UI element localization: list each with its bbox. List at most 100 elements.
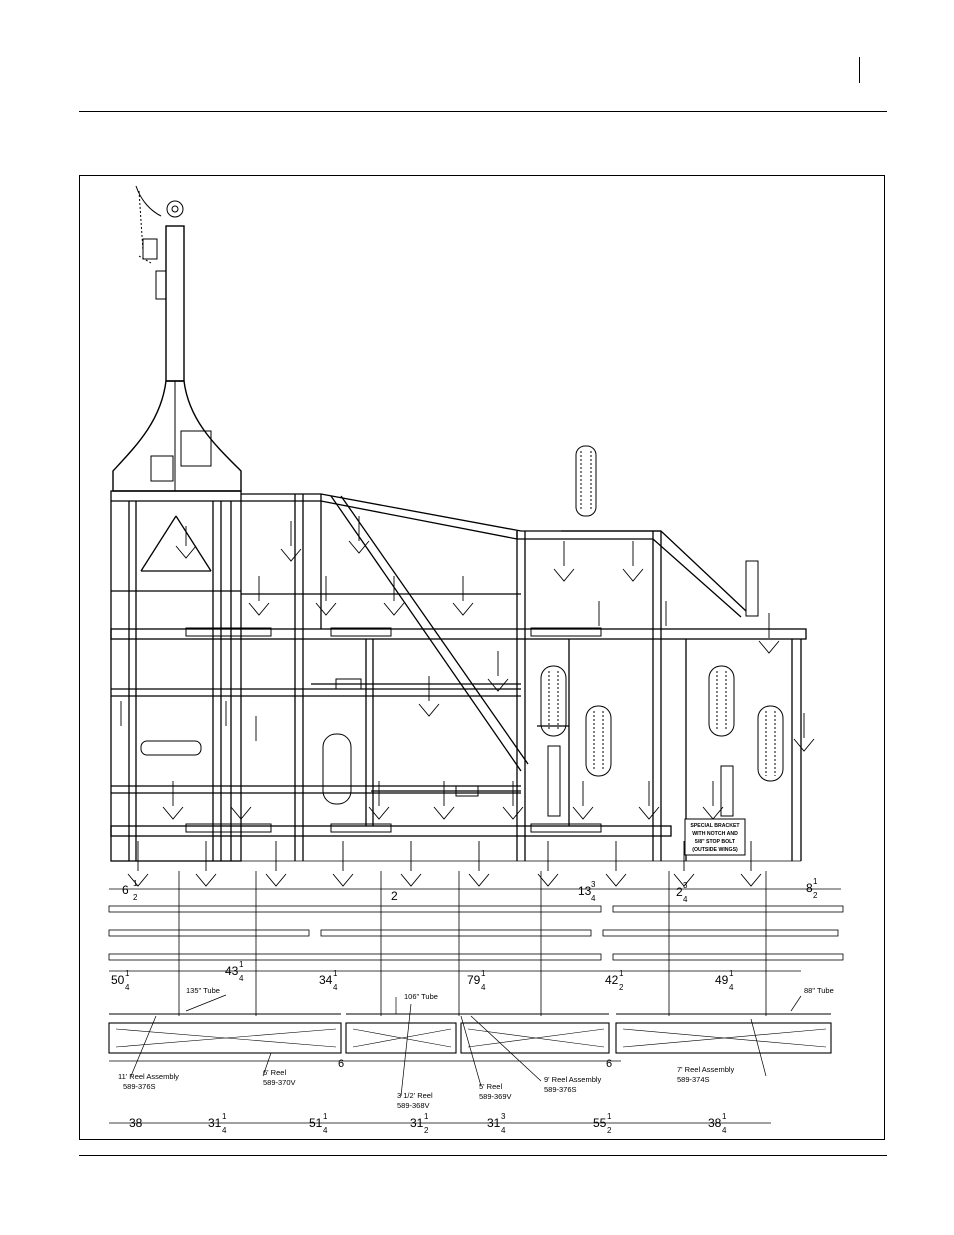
dimension-label: 79 1 4 — [467, 969, 486, 992]
svg-text:38: 38 — [708, 1116, 722, 1130]
dimension-label: 50 1 4 — [111, 969, 130, 992]
hitch-tongue — [112, 185, 242, 492]
dimension-label: 31 1 4 — [208, 1112, 227, 1135]
drawing-frame: SPECIAL BRACKET WITH NOTCH AND 5/8" STOP… — [79, 175, 885, 1140]
svg-text:1: 1 — [222, 1112, 227, 1121]
dimension-label: 34 1 4 — [319, 969, 338, 992]
svg-text:1: 1 — [813, 877, 818, 886]
dimension-label: 42 1 2 — [605, 969, 624, 992]
dims-bottom: 38 31 1 4 51 1 4 31 1 2 31 3 4 55 1 2 38 — [129, 1112, 727, 1135]
svg-text:4: 4 — [323, 1126, 328, 1135]
dims-middle: 50 1 4 43 1 4 34 1 4 79 1 4 42 1 2 49 1 … — [111, 960, 734, 992]
svg-text:1: 1 — [424, 1112, 429, 1121]
svg-text:38: 38 — [129, 1116, 143, 1130]
dimension-label: 51 1 4 — [309, 1112, 328, 1135]
svg-text:3: 3 — [683, 881, 688, 890]
note-text: SPECIAL BRACKET WITH NOTCH AND 5/8" STOP… — [690, 823, 740, 853]
svg-text:4: 4 — [222, 1126, 227, 1135]
reel-name: 3 1/2' Reel — [397, 1091, 433, 1100]
dimension-label: 38 1 4 — [708, 1112, 727, 1135]
svg-text:4: 4 — [729, 983, 734, 992]
cultivator-shanks — [120, 516, 815, 887]
svg-text:1: 1 — [333, 969, 338, 978]
dimension-label: 31 1 2 — [410, 1112, 429, 1135]
svg-text:50: 50 — [111, 973, 125, 987]
dimension-label: 6 1 2 — [122, 879, 138, 902]
svg-text:1: 1 — [323, 1112, 328, 1121]
svg-text:13: 13 — [578, 884, 592, 898]
svg-text:8: 8 — [806, 881, 813, 895]
svg-text:3: 3 — [501, 1112, 506, 1121]
svg-text:4: 4 — [683, 895, 688, 904]
reel-part: 589-376S — [544, 1085, 577, 1094]
reel-name: 11' Reel Assembly — [118, 1072, 179, 1081]
hydraulic-cylinders — [185, 627, 734, 833]
svg-text:2: 2 — [607, 1126, 612, 1135]
svg-text:1: 1 — [607, 1112, 612, 1121]
note-line: 5/8" STOP BOLT — [695, 839, 736, 845]
svg-text:4: 4 — [481, 983, 486, 992]
svg-text:51: 51 — [309, 1116, 323, 1130]
reel-name: 9' Reel Assembly — [544, 1075, 602, 1084]
svg-text:4: 4 — [591, 894, 596, 903]
note-callout — [684, 818, 746, 856]
note-line: SPECIAL BRACKET — [690, 823, 740, 829]
reel-part: 589-376S — [123, 1082, 156, 1091]
dimension-label: 38 — [129, 1116, 143, 1130]
dimension-lines — [109, 830, 841, 1124]
svg-text:34: 34 — [319, 973, 333, 987]
header-page-mark — [859, 57, 860, 83]
reel-part: 589-369V — [479, 1092, 512, 1101]
svg-text:4: 4 — [239, 974, 244, 983]
dimension-label: 8 1 2 — [806, 877, 818, 900]
svg-text:4: 4 — [333, 983, 338, 992]
dimension-label: 55 1 2 — [593, 1112, 612, 1135]
svg-text:1: 1 — [481, 969, 486, 978]
gap-dimension: 6 — [606, 1058, 612, 1070]
reel-name: 6' Reel — [263, 1068, 286, 1077]
svg-text:31: 31 — [208, 1116, 222, 1130]
svg-text:1: 1 — [729, 969, 734, 978]
gap-dimension: 6 — [338, 1058, 344, 1070]
dimension-label: 13 3 4 — [578, 880, 596, 903]
dimension-label: 49 1 4 — [715, 969, 734, 992]
frame-layout-diagram: SPECIAL BRACKET WITH NOTCH AND 5/8" STOP… — [108, 185, 844, 1135]
tube-label: 106" Tube — [404, 992, 438, 1001]
reel-part: 589-374S — [677, 1075, 710, 1084]
svg-text:2: 2 — [619, 983, 624, 992]
svg-text:2: 2 — [813, 891, 818, 900]
reel-name: 5' Reel — [479, 1082, 502, 1091]
tube-labels: 135" Tube 106" Tube 88" Tube — [186, 986, 834, 1001]
reel-part: 589-368V — [397, 1101, 430, 1110]
note-line: (OUTSIDE WINGS) — [692, 847, 738, 853]
reel-name: 7' Reel Assembly — [677, 1065, 735, 1074]
svg-text:3: 3 — [591, 880, 596, 889]
reel-labels: 11' Reel Assembly 589-376S 6' Reel 589-3… — [118, 1065, 735, 1110]
svg-text:31: 31 — [410, 1116, 424, 1130]
svg-text:2: 2 — [424, 1126, 429, 1135]
svg-text:1: 1 — [239, 960, 244, 969]
header-rule — [79, 111, 887, 112]
svg-text:4: 4 — [501, 1126, 506, 1135]
svg-text:2: 2 — [676, 885, 683, 899]
svg-text:31: 31 — [487, 1116, 501, 1130]
wheels — [140, 445, 784, 805]
gap-dimensions: 6 6 — [338, 1058, 612, 1070]
dims-upper: 6 1 2 2 13 3 4 2 3 4 8 1 2 — [122, 877, 818, 904]
note-line: WITH NOTCH AND — [692, 831, 738, 837]
dimension-label: 2 — [391, 889, 398, 903]
footer-rule — [79, 1155, 887, 1156]
svg-text:1: 1 — [722, 1112, 727, 1121]
svg-text:49: 49 — [715, 973, 729, 987]
main-frame — [110, 490, 807, 862]
reel-part: 589-370V — [263, 1078, 296, 1087]
rolling-reels — [108, 1013, 832, 1054]
svg-text:1: 1 — [133, 879, 138, 888]
tube-label: 135" Tube — [186, 986, 220, 995]
tube-label: 88" Tube — [804, 986, 834, 995]
svg-text:6: 6 — [122, 883, 129, 897]
dimension-label: 43 1 4 — [225, 960, 244, 983]
harrow-bars — [108, 871, 844, 1016]
svg-text:2: 2 — [391, 889, 398, 903]
svg-text:43: 43 — [225, 964, 239, 978]
